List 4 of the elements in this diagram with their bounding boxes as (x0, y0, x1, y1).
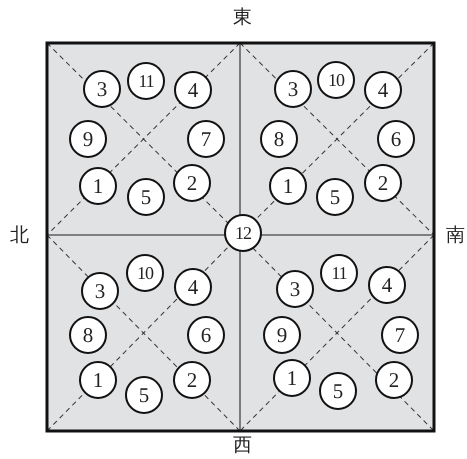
direction-label: 東 (233, 8, 252, 27)
direction-label: 南 (446, 226, 465, 245)
direction-label: 北 (10, 226, 29, 245)
direction-label: 西 (233, 436, 252, 455)
